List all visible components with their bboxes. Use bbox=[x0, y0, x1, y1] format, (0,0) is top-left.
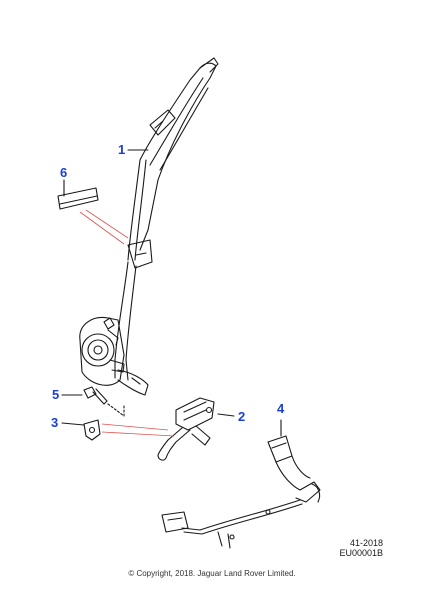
callout-4: 4 bbox=[277, 401, 285, 416]
alignment-line bbox=[107, 403, 125, 417]
seat-belt-webbing-part-1 bbox=[114, 57, 219, 381]
copyright-notice: © Copyright, 2018. Jaguar Land Rover Lim… bbox=[128, 569, 296, 578]
illustration-id: EU00001B bbox=[339, 548, 383, 559]
bolt-part-5 bbox=[83, 386, 108, 405]
callout-1: 1 bbox=[118, 142, 126, 157]
retractor-reel bbox=[79, 316, 149, 396]
reference-code: 41-2018 bbox=[349, 538, 383, 548]
trim-cover-part-6 bbox=[57, 187, 99, 210]
callout-6: 6 bbox=[60, 165, 68, 180]
reference-block: 41-2018 EU00001B bbox=[339, 538, 383, 559]
belt-anchor-part-2 bbox=[157, 397, 215, 461]
buckle-part-4 bbox=[161, 435, 321, 549]
clip-part-3 bbox=[83, 419, 101, 441]
callout-5: 5 bbox=[52, 387, 60, 402]
callout-3: 3 bbox=[51, 415, 59, 430]
leader-lines bbox=[61, 149, 282, 437]
callout-2: 2 bbox=[238, 409, 246, 424]
highlight-lines bbox=[79, 209, 175, 437]
